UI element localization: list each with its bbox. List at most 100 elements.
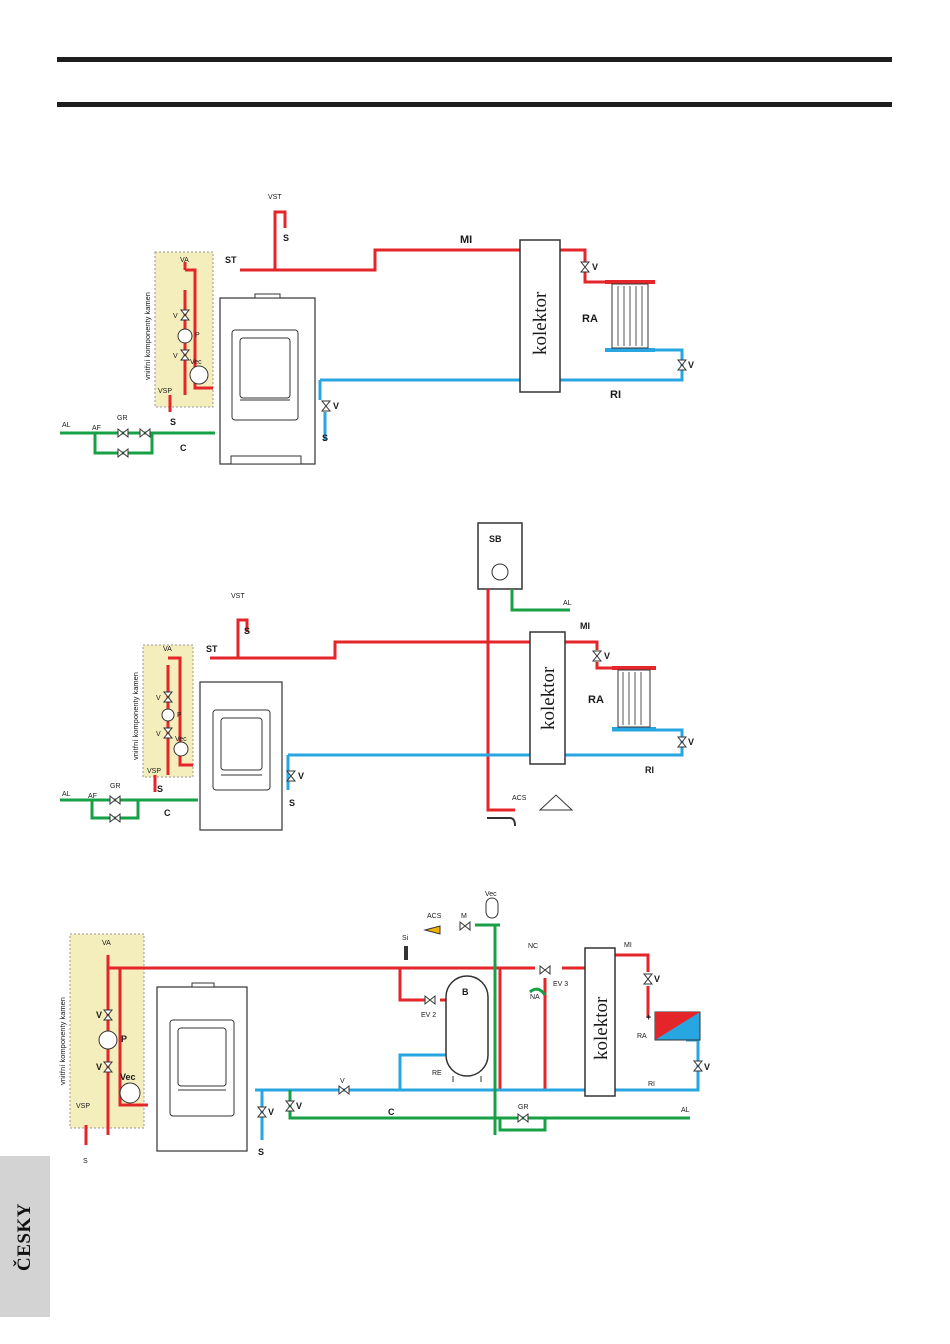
label-v: V xyxy=(156,695,161,702)
vst-branch xyxy=(236,618,249,658)
label-ra: RA xyxy=(637,1033,647,1040)
label-v: V xyxy=(268,1107,274,1117)
stove xyxy=(219,293,316,465)
valve-icon xyxy=(693,1060,703,1072)
label-re: RE xyxy=(432,1070,442,1077)
label-plus: + xyxy=(646,1012,651,1022)
label-ra: RA xyxy=(588,694,604,706)
valve-icon xyxy=(285,1100,295,1112)
label-vec: Vec xyxy=(175,736,187,743)
label-al: AL xyxy=(62,791,71,798)
pump-icon xyxy=(161,708,175,722)
collector-label: kolektor xyxy=(591,996,612,1060)
top-rule xyxy=(57,57,892,62)
language-tab: ČESKY xyxy=(0,1156,50,1317)
expansion-vessel-icon xyxy=(173,741,189,757)
gr-valve-icon xyxy=(517,1113,529,1123)
label-v: V xyxy=(298,771,304,781)
label-s: S xyxy=(244,626,250,636)
valve-icon xyxy=(109,813,121,823)
label-nc: NC xyxy=(528,943,538,950)
label-acs: ACS xyxy=(427,913,442,920)
component-box-label: vnitřní komponenty kamen xyxy=(131,672,140,760)
label-p: P xyxy=(177,712,182,719)
label-st: ST xyxy=(206,644,218,654)
sb-cold-water xyxy=(510,589,570,612)
tap-icon xyxy=(487,817,516,827)
diagram-3: vnitřní komponenty kamen xyxy=(58,891,710,1165)
label-v: V xyxy=(156,731,161,738)
label-v: V xyxy=(604,651,610,661)
collector xyxy=(529,631,566,765)
label-vsp: VSP xyxy=(147,768,161,775)
label-af: AF xyxy=(92,425,101,432)
label-vec: Vec xyxy=(485,891,497,898)
gr-valve-icon xyxy=(109,795,121,805)
radiator-return xyxy=(560,348,684,382)
flow-pipe-internal xyxy=(183,262,213,390)
label-v: V xyxy=(96,1062,102,1072)
stove xyxy=(199,681,283,831)
label-ev2: EV 2 xyxy=(421,1012,436,1019)
collector-label: kolektor xyxy=(538,666,559,730)
label-v: V xyxy=(333,401,339,411)
label-c: C xyxy=(180,443,187,453)
collector xyxy=(519,239,561,393)
valve-icon xyxy=(677,736,687,748)
label-c: C xyxy=(164,808,171,818)
collector-label: kolektor xyxy=(530,291,551,355)
label-va: VA xyxy=(163,646,172,653)
label-v: V xyxy=(592,262,598,272)
label-ri: RI xyxy=(645,765,654,775)
valve-icon xyxy=(580,261,590,273)
label-s: S xyxy=(170,417,176,427)
valve-icon xyxy=(338,1085,350,1095)
radiator-return xyxy=(565,728,684,757)
label-vec: Vec xyxy=(120,1072,136,1082)
radiator-flow xyxy=(562,953,650,1018)
valve-icon xyxy=(677,359,687,371)
label-va: VA xyxy=(180,257,189,264)
label-v: V xyxy=(340,1078,345,1085)
label-v: V xyxy=(688,737,694,747)
label-si: Si xyxy=(402,935,409,942)
label-m: M xyxy=(461,913,467,920)
dhw-boiler xyxy=(445,975,489,1077)
diagram-2: vnitřní komponenty kamen kolektor xyxy=(60,522,694,831)
label-ri: RI xyxy=(610,389,621,401)
valve-icon xyxy=(321,400,331,412)
pump-icon xyxy=(177,328,193,344)
label-na: NA xyxy=(530,994,540,1001)
label-gr: GR xyxy=(110,783,121,790)
shower-icon xyxy=(538,794,574,811)
component-box-label: vnitřní komponenty kamen xyxy=(58,997,67,1085)
label-vst: VST xyxy=(268,194,282,201)
component-box-label: vnitřní komponenty kamen xyxy=(143,292,152,380)
expansion-vessel-icon xyxy=(119,1082,141,1104)
label-vec: Vec xyxy=(190,359,202,366)
label-s: S xyxy=(283,233,289,243)
shower-icon xyxy=(423,925,441,935)
collector xyxy=(584,947,616,1097)
probe-icon xyxy=(404,946,408,960)
header-rule xyxy=(57,102,892,107)
valve-icon xyxy=(643,973,653,985)
label-v: V xyxy=(173,353,178,360)
expansion-vessel-icon xyxy=(485,897,499,919)
cold-water-branch xyxy=(475,923,547,1135)
label-v: V xyxy=(654,974,660,984)
radiator-flow xyxy=(560,248,655,284)
label-st: ST xyxy=(225,255,237,265)
cold-water-pipe xyxy=(288,1090,690,1120)
valve-icon xyxy=(139,428,151,438)
label-gr: GR xyxy=(518,1104,529,1111)
label-ev3: EV 3 xyxy=(553,981,568,988)
label-mi: MI xyxy=(624,942,632,949)
label-vst: VST xyxy=(231,593,245,600)
label-sb: SB xyxy=(489,534,502,544)
language-tab-label: ČESKY xyxy=(14,1202,35,1271)
label-b: B xyxy=(462,987,469,997)
label-va: VA xyxy=(102,940,111,947)
valve-icon xyxy=(257,1106,267,1118)
label-af: AF xyxy=(88,793,97,800)
